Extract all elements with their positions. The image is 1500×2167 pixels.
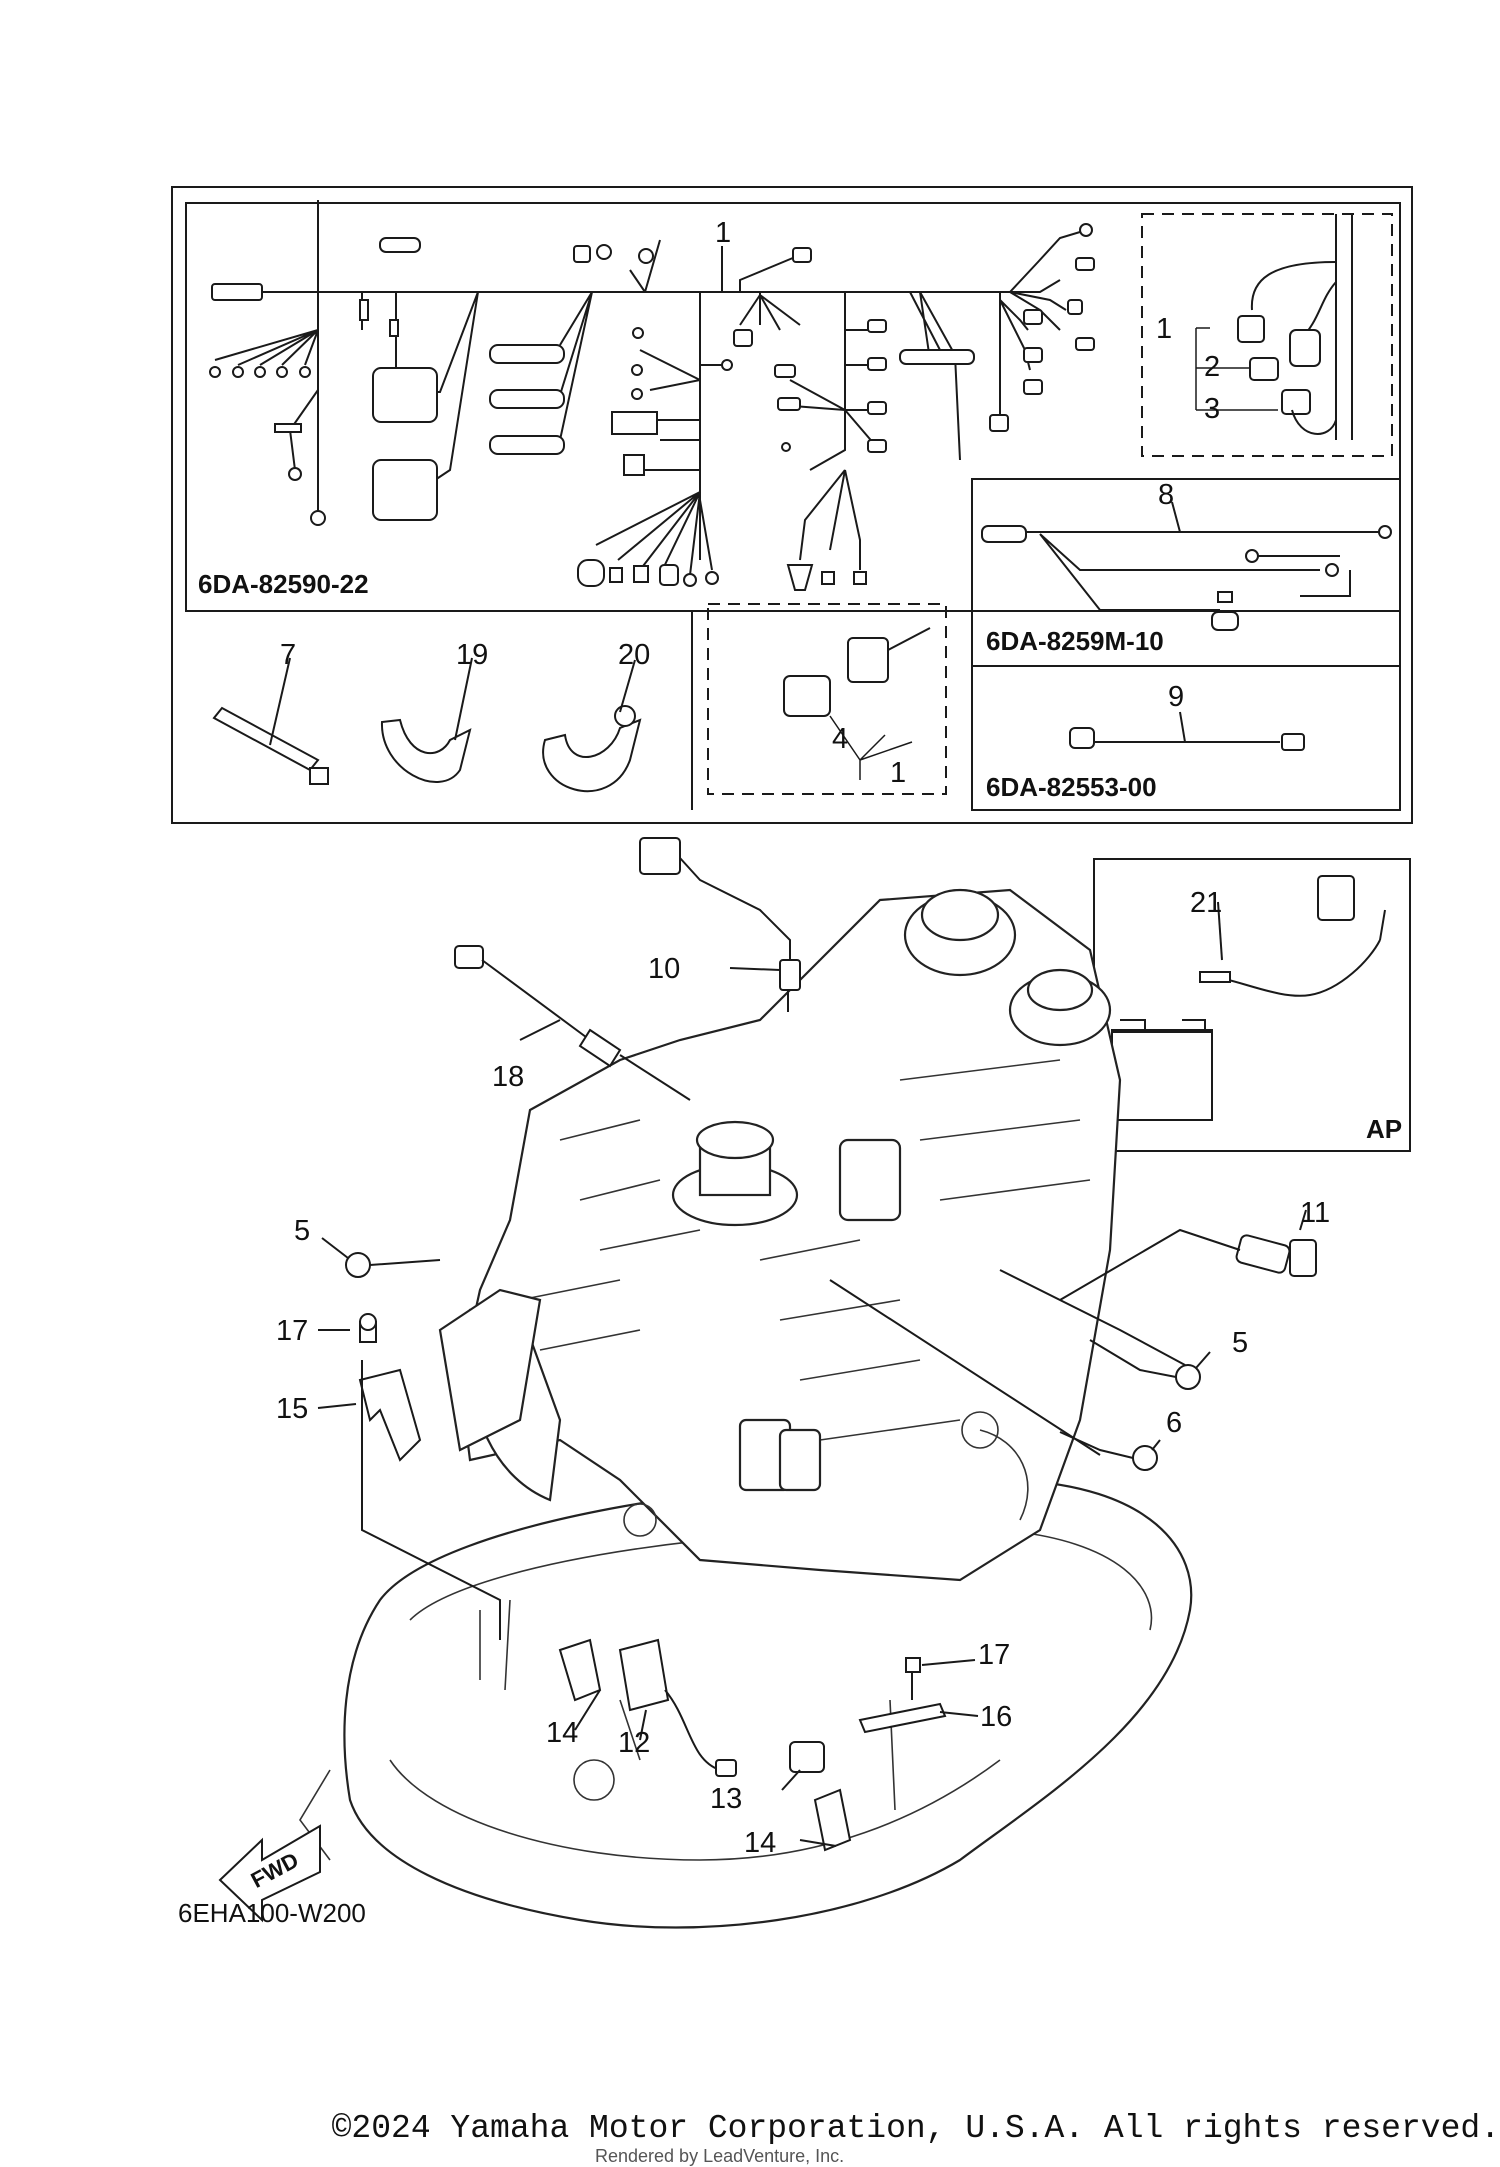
cable-tie-and-clamps — [212, 657, 642, 792]
bracket-15-17 — [317, 1313, 501, 1640]
callout-6: 6 — [1166, 1407, 1182, 1439]
engine-illustration — [299, 888, 1193, 1929]
lead-9 — [1069, 711, 1305, 751]
ap-parts — [1111, 875, 1386, 1121]
callout-numbers: 1 1 2 3 4 1 7 19 20 8 9 10 18 21 5 5 6 1… — [276, 217, 1330, 1859]
callout-11: 11 — [1300, 1197, 1330, 1229]
callout-1-main: 1 — [715, 217, 731, 249]
top-panel-frame — [171, 186, 1413, 824]
callout-21: 21 — [1190, 887, 1222, 919]
sub-harness-box — [971, 478, 1401, 811]
part-10-sensor — [639, 837, 801, 1012]
inset-sensor-harness — [1195, 214, 1353, 440]
illustration-code: 6EHA100-W200 — [178, 1898, 366, 1928]
callout-12: 12 — [618, 1727, 650, 1759]
lower-parts — [558, 1638, 979, 1852]
relay-dashed-box — [707, 603, 947, 795]
callout-4: 4 — [832, 723, 848, 755]
group-code-sub-harness: 6DA-8259M-10 — [986, 626, 1164, 656]
callout-1-relay: 1 — [890, 757, 906, 789]
callout-14-bottom: 14 — [744, 1827, 776, 1859]
callout-16: 16 — [980, 1701, 1012, 1733]
callout-15: 15 — [276, 1393, 308, 1425]
part-11-sensor — [1059, 1209, 1317, 1301]
part-18-bolt — [454, 945, 691, 1101]
callout-8: 8 — [1158, 479, 1174, 511]
fwd-arrow — [218, 1824, 321, 1923]
callout-2: 2 — [1204, 351, 1220, 383]
callout-19: 19 — [456, 639, 488, 671]
callout-18: 18 — [492, 1061, 524, 1093]
callout-9: 9 — [1168, 681, 1184, 713]
harness-connectors — [209, 223, 1095, 591]
callout-14-left: 14 — [546, 1717, 578, 1749]
rendered-by-watermark: Rendered by LeadVenture, Inc. — [595, 2146, 845, 2166]
relay-assembly — [783, 627, 931, 780]
callout-1-inset: 1 — [1156, 313, 1172, 345]
callout-17-left: 17 — [276, 1315, 308, 1347]
mount-bolts — [321, 1237, 1211, 1471]
callout-3: 3 — [1204, 393, 1220, 425]
callout-20: 20 — [618, 639, 650, 671]
callout-5-left: 5 — [294, 1215, 310, 1247]
copyright-notice: ©2024 Yamaha Motor Corporation, U.S.A. A… — [331, 2110, 1500, 2147]
callout-7: 7 — [280, 639, 296, 671]
ap-label: AP — [1366, 1114, 1402, 1144]
main-harness-box — [185, 202, 1401, 612]
group-code-lead: 6DA-82553-00 — [986, 772, 1157, 802]
group-code-main-harness: 6DA-82590-22 — [198, 569, 369, 599]
sub-harness-8 — [981, 501, 1392, 631]
callout-5-right: 5 — [1232, 1327, 1248, 1359]
callout-10: 10 — [648, 953, 680, 985]
inset-dashed-box — [1141, 213, 1393, 457]
callout-13: 13 — [710, 1783, 742, 1815]
callout-17-right: 17 — [978, 1639, 1010, 1671]
